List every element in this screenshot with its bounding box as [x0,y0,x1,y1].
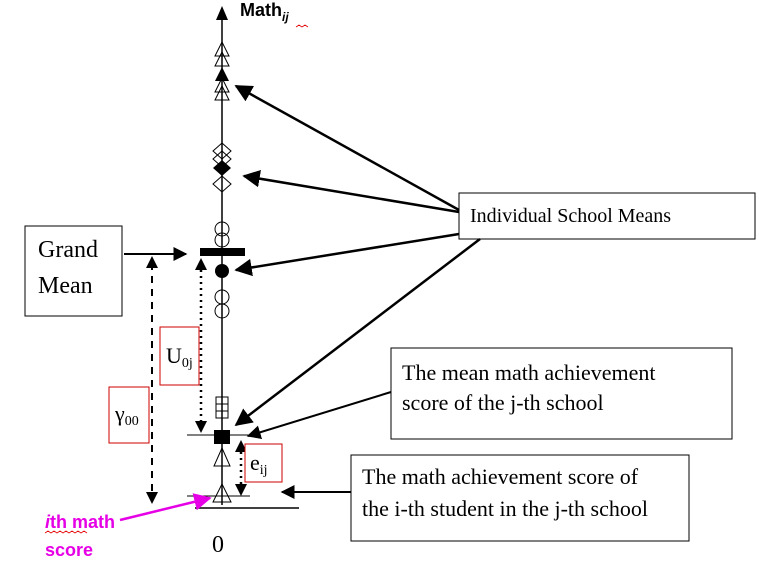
individual-school-means-label: Individual School Means [470,205,671,227]
eij-label-box [244,443,283,483]
school-c-mean-marker [215,264,229,278]
school-a-mean-marker [215,67,229,81]
school-mean-line2: score of the j-th school [402,390,604,415]
school-j-square-markers [215,396,229,419]
grand-mean-bar [200,248,245,256]
u0j-label-box [159,326,200,386]
u0j-label: U0j [166,343,193,371]
individual-school-means-arrows [234,84,481,427]
school-c-circle-markers [214,221,230,319]
gamma00-arrow-bottom-icon [146,492,158,504]
eij-arrow-bottom-icon [235,484,247,496]
school-mean-box [390,347,733,440]
grand-mean-label-line2: Mean [38,273,93,299]
grand-mean-label-line1: Grand [38,237,98,263]
gamma00-label: γ00 [114,401,139,429]
school-a-triangle-markers [214,40,230,101]
student-score-box [350,454,690,542]
ith-math-score-label-line2: score [45,540,93,560]
y-axis [216,6,228,505]
eij-arrow-top-icon [235,440,247,452]
u0j-arrow-top-icon [195,258,207,270]
school-mean-arrow [246,391,392,439]
student-score-line2: the i-th student in the j-th school [362,496,648,521]
ith-spellcheck-squiggle [44,530,88,534]
school-mean-line1: The mean math achievement [402,360,656,385]
student-score-line1: The math achievement score of [362,464,639,489]
spellcheck-squiggle [295,24,309,28]
individual-school-means-box [458,192,756,240]
eij-label: eij [250,450,268,478]
axis-arrow-icon [216,6,228,20]
student-ith-marker [212,482,232,503]
school-j-mean-marker [214,430,230,444]
grand-mean-box [24,225,123,317]
y-axis-label: Mathij [240,0,289,24]
gamma00-label-box [108,386,150,444]
ith-math-score-arrow [119,493,212,522]
student-marker-upper [213,446,231,467]
gamma00-arrow-top-icon [146,256,158,268]
u0j-arrow-bottom-icon [195,421,207,433]
school-b-mean-marker [213,160,231,176]
zero-tick-label: 0 [212,532,224,558]
ith-math-score-label-line1: ith math [45,512,115,532]
